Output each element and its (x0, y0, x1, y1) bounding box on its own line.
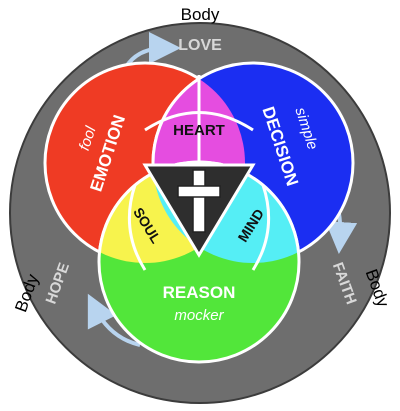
mind-arc (251, 184, 271, 271)
soul-arc (127, 184, 147, 271)
reason-label: REASON (163, 283, 236, 302)
mocker-label: mocker (174, 307, 224, 324)
hope-arrow (87, 293, 141, 347)
heart-label: HEART (173, 122, 225, 139)
cross-icon (177, 169, 221, 233)
love-label: LOVE (178, 37, 222, 54)
fool-label: fool (76, 124, 100, 153)
body-top-label: Body (181, 5, 220, 24)
